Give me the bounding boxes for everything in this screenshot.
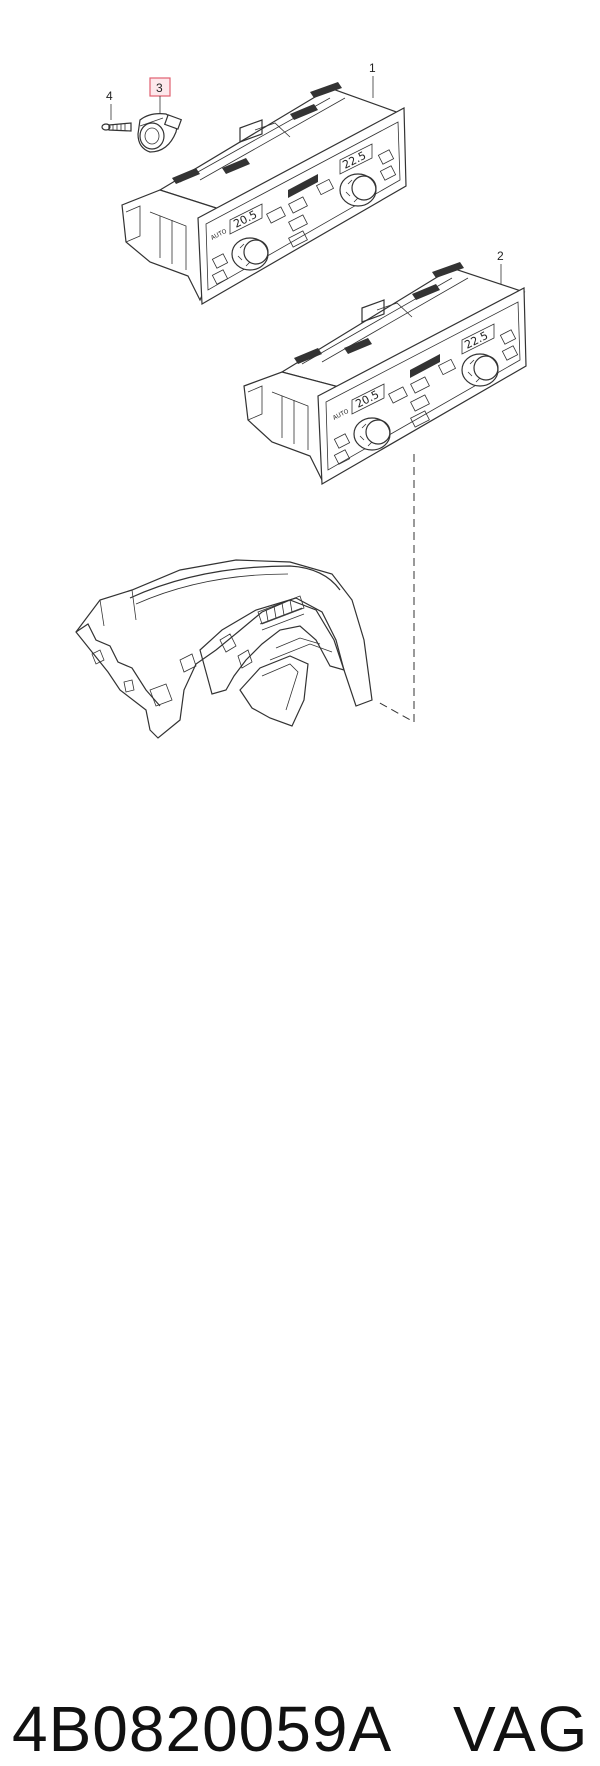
screw-part xyxy=(101,122,132,132)
unit-1-right-knob xyxy=(339,173,377,207)
unit-1-right-lcd xyxy=(339,143,373,175)
unit-1-left-lcd xyxy=(229,203,263,235)
dashboard-vent-grid xyxy=(257,595,305,631)
callout-2-label: 2 xyxy=(497,249,504,263)
unit-2-left-lcd xyxy=(351,383,385,415)
installation-dashed-line xyxy=(377,454,415,723)
dashboard-shell xyxy=(75,559,373,739)
unit-2-left-knob xyxy=(353,417,391,451)
callout-4-group: 4 xyxy=(101,89,132,132)
caption-bar: 4B0820059A VAG xyxy=(0,840,600,1765)
dashboard-console xyxy=(75,559,373,739)
callout-1-label: 1 xyxy=(369,61,376,75)
climate-control-unit-2: 2 20.5 AUTO 22.5 xyxy=(243,249,527,486)
unit-1-left-knob xyxy=(231,237,269,271)
climate-control-unit-1: 1 20.5 AUTO 22.5 xyxy=(121,61,407,306)
exploded-parts-diagram: 4 3 1 xyxy=(75,61,527,739)
brand-text: VAG xyxy=(453,1693,590,1765)
callout-4-label: 4 xyxy=(106,89,113,103)
unit-2-right-lcd xyxy=(461,323,495,355)
sensor-part xyxy=(137,113,183,153)
part-number-text: 4B0820059A xyxy=(12,1693,393,1765)
callout-3-group: 3 xyxy=(137,77,183,153)
callout-3-label: 3 xyxy=(156,81,163,95)
unit-2-right-knob xyxy=(461,353,499,387)
